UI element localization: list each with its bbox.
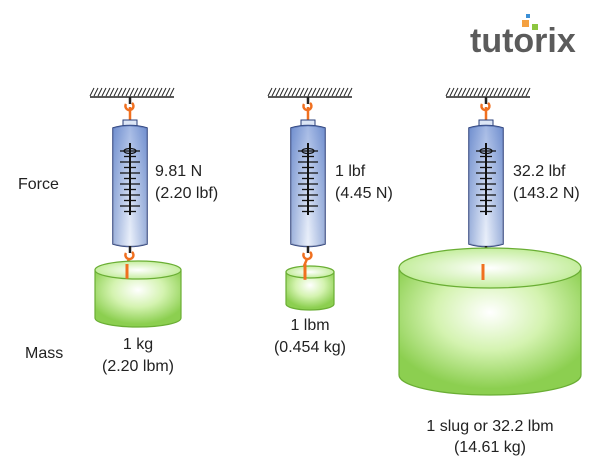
spring-scale-3 <box>398 87 582 396</box>
ceiling-hatch <box>105 87 111 97</box>
ceiling-hatch <box>323 87 329 97</box>
mass-cylinder <box>94 269 182 328</box>
ceiling-hatch <box>319 87 325 97</box>
ceiling-hatch <box>339 87 345 97</box>
ceiling-hatch <box>287 87 293 97</box>
ceiling-hatch <box>275 87 281 97</box>
ceiling-hatch <box>473 87 479 97</box>
mass-top <box>285 265 335 279</box>
ceiling-hatch <box>125 87 131 97</box>
ceiling-hatch <box>165 87 171 97</box>
ceiling-hatch <box>283 87 289 97</box>
ceiling-hatch <box>169 87 175 97</box>
ceiling-hatch <box>477 87 483 97</box>
scale-1-mass-label: 1 kg <box>123 336 153 353</box>
bottom-hook-icon <box>302 251 313 267</box>
mass-top <box>398 247 582 289</box>
top-hook-icon <box>124 102 135 120</box>
scale-2-mass-conversion: (0.454 kg) <box>274 339 346 356</box>
ceiling-hatch <box>299 87 305 97</box>
tutorix-logo: tutorix <box>470 14 576 60</box>
scale-3-mass-conversion: (14.61 kg) <box>454 439 526 456</box>
ceiling-hatch <box>145 87 151 97</box>
mass-row-label: Mass <box>25 345 63 362</box>
scale-1-mass-conversion: (2.20 lbm) <box>102 358 174 375</box>
ceiling-hatch <box>517 87 523 97</box>
mass-top <box>94 260 182 280</box>
scale-3-force-conversion: (143.2 N) <box>513 185 580 202</box>
ceiling-hatch <box>267 87 273 97</box>
ceiling-hatch <box>445 87 451 97</box>
mass-cylinder <box>398 267 582 396</box>
ceiling-hatch <box>525 87 531 97</box>
ceiling-hatch <box>137 87 143 97</box>
ceiling-hatch <box>89 87 95 97</box>
scale-2-mass-label: 1 lbm <box>290 317 329 334</box>
scale-1-force-reading: 9.81 N <box>155 163 202 180</box>
ceiling-hatch <box>485 87 491 97</box>
ceiling-hatch <box>497 87 503 97</box>
ceiling-hatch <box>149 87 155 97</box>
ceiling-hatch <box>505 87 511 97</box>
ceiling-hatch <box>311 87 317 97</box>
logo-dot <box>532 24 538 30</box>
ceiling-hatch <box>343 87 349 97</box>
spring-scale-2 <box>267 87 353 311</box>
scale-2-force-conversion: (4.45 N) <box>335 185 393 202</box>
ceiling-hatch <box>469 87 475 97</box>
ceiling-hatch <box>509 87 515 97</box>
ceiling-hatch <box>315 87 321 97</box>
ceiling-hatch <box>465 87 471 97</box>
ceiling-hatch <box>461 87 467 97</box>
force-row-label: Force <box>18 176 59 193</box>
ceiling-hatch <box>113 87 119 97</box>
scale-3-mass-label: 1 slug or 32.2 lbm <box>426 418 553 435</box>
top-hook-icon <box>480 102 491 120</box>
ceiling-hatch <box>157 87 163 97</box>
ceiling-hatch <box>347 87 353 97</box>
top-hook-icon <box>302 102 313 120</box>
ceiling-hatch <box>97 87 103 97</box>
ceiling-hatch <box>93 87 99 97</box>
ceiling-hatch <box>303 87 309 97</box>
ceiling-hatch <box>521 87 527 97</box>
ceiling-hatch <box>101 87 107 97</box>
logo-dot <box>526 14 530 18</box>
ceiling-hatch <box>121 87 127 97</box>
ceiling-hatch <box>501 87 507 97</box>
logo-dot <box>522 20 529 27</box>
ceiling-hatch <box>291 87 297 97</box>
spring-scale-1 <box>89 87 182 328</box>
ceiling-hatch <box>457 87 463 97</box>
ceiling-hatch <box>279 87 285 97</box>
ceiling-hatch <box>307 87 313 97</box>
ceiling-hatch <box>493 87 499 97</box>
ceiling-hatch <box>271 87 277 97</box>
ceiling-hatch <box>449 87 455 97</box>
ceiling-hatch <box>153 87 159 97</box>
ceiling-hatch <box>481 87 487 97</box>
ceiling-hatch <box>335 87 341 97</box>
ceiling-hatch <box>453 87 459 97</box>
ceiling-hatch <box>141 87 147 97</box>
ceiling-hatch <box>129 87 135 97</box>
ceiling-hatch <box>331 87 337 97</box>
ceiling-hatch <box>117 87 123 97</box>
ceiling-hatch <box>109 87 115 97</box>
scale-1-force-conversion: (2.20 lbf) <box>155 185 218 202</box>
ceiling-hatch <box>161 87 167 97</box>
ceiling-hatch <box>295 87 301 97</box>
ceiling-hatch <box>513 87 519 97</box>
ceiling-hatch <box>489 87 495 97</box>
ceiling-hatch <box>327 87 333 97</box>
ceiling-hatch <box>133 87 139 97</box>
scale-2-force-reading: 1 lbf <box>335 163 366 180</box>
mass-cylinder <box>285 271 335 311</box>
logo-text: tutorix <box>470 22 576 60</box>
scale-3-force-reading: 32.2 lbf <box>513 163 566 180</box>
